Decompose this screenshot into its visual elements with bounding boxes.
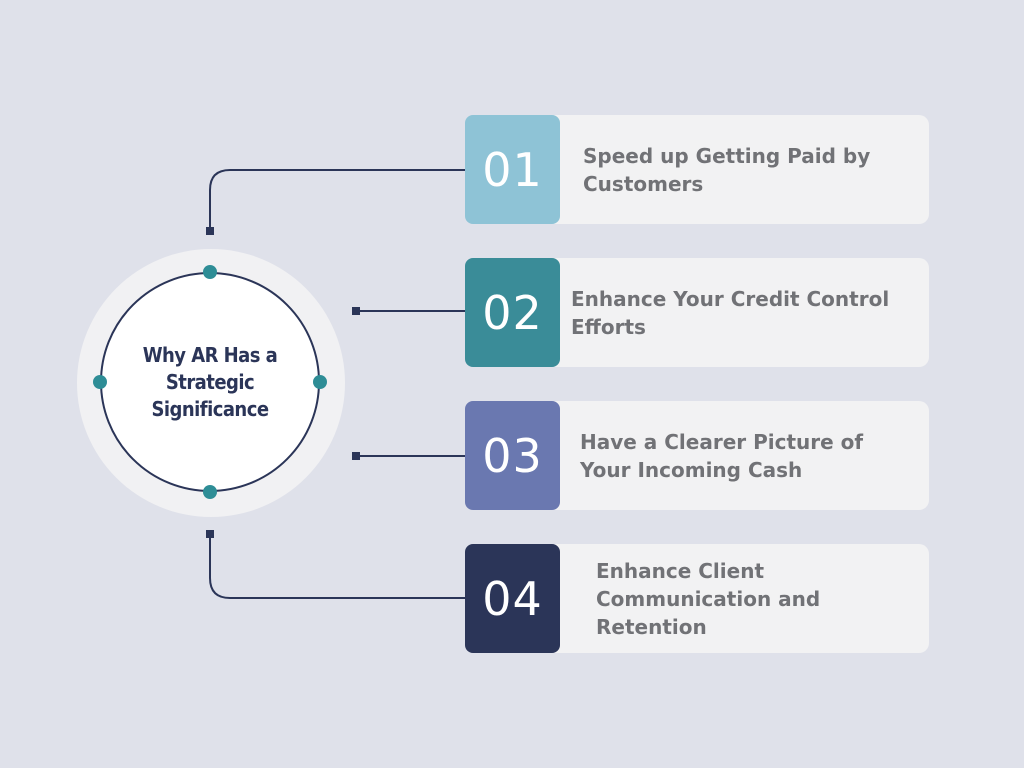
item-text-content: Enhance Your Credit Control Efforts bbox=[571, 286, 890, 339]
connector-item-4 bbox=[209, 534, 466, 599]
item-card-1: 01 Speed up Getting Paid by Customers bbox=[465, 115, 929, 224]
item-card-2: 02 Enhance Your Credit Control Efforts bbox=[465, 258, 929, 367]
connector-endpoint-3 bbox=[352, 452, 360, 460]
circle-dot-left bbox=[93, 375, 107, 389]
circle-dot-bottom bbox=[203, 485, 217, 499]
item-number: 01 bbox=[482, 142, 543, 197]
item-number-box: 03 bbox=[465, 401, 560, 510]
item-number: 03 bbox=[482, 428, 543, 483]
item-number-box: 04 bbox=[465, 544, 560, 653]
center-title: Why AR Has a Strategic Significance bbox=[142, 342, 278, 421]
connector-item-1 bbox=[209, 169, 466, 232]
item-number: 04 bbox=[482, 571, 543, 626]
center-circle: Why AR Has a Strategic Significance bbox=[100, 272, 320, 492]
item-number-box: 01 bbox=[465, 115, 560, 224]
item-text-content: Enhance Client Communication and Retenti… bbox=[596, 558, 821, 639]
item-text: Have a Clearer Picture of Your Incoming … bbox=[580, 401, 910, 510]
item-text: Speed up Getting Paid by Customers bbox=[583, 115, 883, 224]
item-text: Enhance Client Communication and Retenti… bbox=[596, 544, 846, 653]
item-card-3: 03 Have a Clearer Picture of Your Incomi… bbox=[465, 401, 929, 510]
circle-dot-right bbox=[313, 375, 327, 389]
connector-endpoint-4 bbox=[206, 530, 214, 538]
item-text-content: Have a Clearer Picture of Your Incoming … bbox=[580, 429, 864, 482]
item-number: 02 bbox=[482, 285, 543, 340]
connector-endpoint-2 bbox=[352, 307, 360, 315]
item-number-box: 02 bbox=[465, 258, 560, 367]
item-text-content: Speed up Getting Paid by Customers bbox=[583, 143, 871, 196]
circle-dot-top bbox=[203, 265, 217, 279]
connector-endpoint-1 bbox=[206, 227, 214, 235]
item-card-4: 04 Enhance Client Communication and Rete… bbox=[465, 544, 929, 653]
item-text: Enhance Your Credit Control Efforts bbox=[571, 258, 916, 367]
